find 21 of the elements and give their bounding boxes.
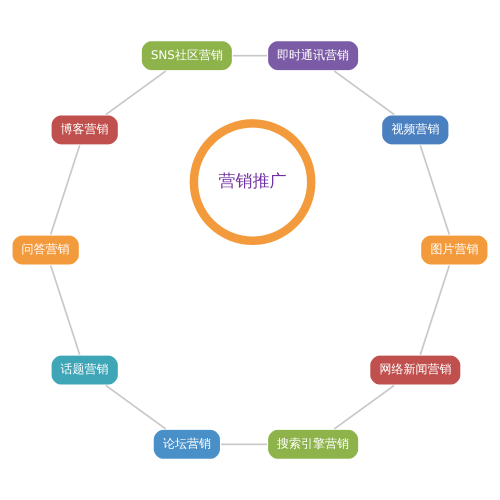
node-circle: 营销推广	[190, 119, 316, 245]
connector	[105, 384, 166, 430]
node-box: SNS社区营销	[140, 40, 234, 72]
node-box: 搜索引擎营销	[266, 428, 360, 460]
node-box: 话题营销	[50, 354, 120, 386]
connector	[50, 145, 81, 235]
node-box: 网络新闻营销	[368, 354, 462, 386]
connector	[420, 265, 450, 355]
node-box: 即时通讯营销	[266, 40, 360, 72]
node-box: 问答营销	[10, 234, 80, 266]
connector	[420, 145, 450, 235]
node-box: 论坛营销	[152, 428, 222, 460]
node-box: 图片营销	[420, 234, 490, 266]
node-box: 视频营销	[380, 114, 450, 146]
connector	[221, 443, 268, 446]
node-box: 博客营销	[50, 114, 120, 146]
connector	[105, 70, 166, 116]
connector	[334, 70, 395, 116]
connector	[232, 54, 268, 57]
connector	[50, 265, 80, 355]
connector	[334, 384, 395, 430]
